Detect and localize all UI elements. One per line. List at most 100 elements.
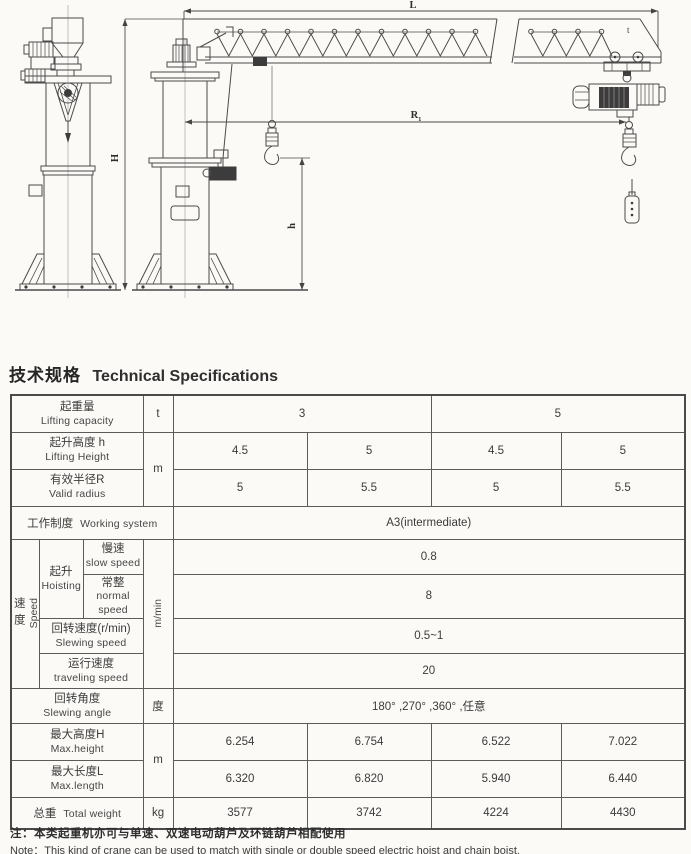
label-zh: 最大长度L <box>51 765 104 778</box>
spec-value: 4224 <box>430 796 562 830</box>
label-lifting-height: 起升高度 h Lifting Height <box>10 431 144 470</box>
spec-value: 6.254 <box>172 722 308 761</box>
label-traveling-speed: 运行速度 traveling speed <box>38 652 144 689</box>
spec-value: 4.5 <box>172 431 308 470</box>
jib-truss: t <box>182 18 662 72</box>
label-en: Total weight <box>63 807 122 820</box>
label-en: slow speed <box>85 557 141 570</box>
label-normal-speed: 常整 normal speed <box>82 573 144 619</box>
label-total-weight: 总重 Total weight <box>10 796 144 830</box>
row-max-height: 最大高度H Max.height m 6.254 6.754 6.522 7.0… <box>10 722 686 798</box>
label-working-system: 工作制度 Working system <box>10 505 174 540</box>
pendant-control <box>624 179 640 224</box>
label-en: traveling speed <box>53 671 129 684</box>
footnotes: 注：本类起重机亦可与单速、双速电动葫芦及环链葫芦相配使用 Note：This k… <box>10 825 520 854</box>
label-en: Lifting Height <box>45 451 110 464</box>
row-lifting-capacity: 起重量 Lifting capacity t 3 5 <box>10 394 686 433</box>
label-speed-group: 速度 Speed <box>10 538 40 689</box>
row-valid-radius: 有效半径R Valid radius 5 5.5 5 5.5 <box>10 468 686 507</box>
base-left <box>15 253 121 291</box>
slew-motor-front <box>172 44 191 63</box>
spec-value: 5 <box>430 468 562 507</box>
row-slewing-speed: 回转速度(r/min) Slewing speed 0.5~1 <box>11 617 686 654</box>
label-en: Slewing angle <box>43 706 112 719</box>
label-en: Lifting capacity <box>40 414 114 427</box>
slewing-drive <box>202 149 237 181</box>
label-max-height: 最大高度H Max.height <box>10 722 144 761</box>
label-max-length: 最大长度L Max.length <box>10 759 144 798</box>
dim-label-L: L <box>409 0 416 11</box>
dimension-lines: L H h R1 <box>110 0 659 290</box>
unit-cell: 度 <box>142 687 174 724</box>
spec-value: 6.440 <box>560 759 686 798</box>
label-zh: 运行速度 <box>68 657 114 670</box>
spec-value: 5 <box>430 394 686 433</box>
crane-side-view <box>15 5 121 298</box>
spec-value: 6.820 <box>306 759 432 798</box>
spec-value: 8 <box>172 573 686 619</box>
unit-cell-m-min: m/min <box>142 538 174 689</box>
spec-value: A3(intermediate) <box>172 505 686 540</box>
unit-cell: t <box>142 394 174 433</box>
spec-value: 5.5 <box>306 468 432 507</box>
label-en: Working system <box>80 517 158 530</box>
label-zh: 回转速度(r/min) <box>51 622 131 635</box>
footnote-zh: 注：本类起重机亦可与单速、双速电动葫芦及环链葫芦相配使用 <box>10 828 346 840</box>
dim-label-H: H <box>110 154 121 162</box>
label-zh: 慢速 <box>101 543 125 556</box>
spec-value: 4430 <box>560 796 686 830</box>
spec-value: 20 <box>172 652 686 689</box>
label-en: Max.height <box>50 742 104 755</box>
electric-hoist <box>572 51 666 121</box>
spec-value: 5.940 <box>430 759 562 798</box>
label-slewing-angle: 回转角度 Slewing angle <box>10 687 144 724</box>
spec-value: 5 <box>172 468 308 507</box>
label-en: normal speed <box>96 590 130 616</box>
label-en-vertical: Speed <box>27 598 39 629</box>
drum-housing <box>51 17 84 44</box>
spec-value: 5.5 <box>560 468 686 507</box>
dim-label-R: R1 <box>411 110 422 123</box>
row-slewing-angle: 回转角度 Slewing angle 度 180° ,270° ,360° ,任… <box>10 687 686 724</box>
spec-value: 6.754 <box>306 722 432 761</box>
spec-value: 0.8 <box>172 538 686 575</box>
spec-table: 起重量 Lifting capacity t 3 5 起升高度 h Liftin… <box>10 394 687 831</box>
label-en: Hoisting <box>41 579 82 592</box>
label-en: Slewing speed <box>55 636 127 649</box>
row-lifting-height: 起升高度 h Lifting Height m 4.5 5 4.5 5 <box>10 431 686 507</box>
label-slow-speed: 慢速 slow speed <box>82 538 144 575</box>
jib-crane-drawing: t <box>15 0 666 298</box>
label-zh: 回转角度 <box>54 692 101 705</box>
unit-cell: m <box>142 431 174 507</box>
label-zh: 总重 <box>33 807 57 820</box>
footnote-en: Note：This kind of crane can be used to m… <box>10 845 520 854</box>
label-en: Max.length <box>50 779 104 792</box>
row-slow-speed: 速度 Speed 起升 Hoisting 慢速 slow speed m/min… <box>10 538 686 689</box>
unit-cell: kg <box>142 796 174 830</box>
spec-value: 7.022 <box>560 722 686 761</box>
label-en: Valid radius <box>49 488 106 501</box>
section-title-zh: 技术规格 <box>9 366 81 385</box>
label-zh: 起升高度 h <box>49 437 106 450</box>
unit-vertical: m/min <box>152 599 165 628</box>
label-zh: 工作制度 <box>27 517 74 530</box>
row-normal-speed: 常整 normal speed 8 <box>11 573 686 619</box>
hook-block <box>621 121 637 166</box>
base-right <box>132 253 308 291</box>
hook-min-radius <box>253 57 280 165</box>
row-traveling-speed: 运行速度 traveling speed 20 <box>11 652 686 689</box>
spec-value: 180° ,270° ,360° ,任意 <box>172 687 686 724</box>
label-zh: 起重量 <box>60 400 95 413</box>
dim-label-h: h <box>287 223 298 229</box>
label-slewing-speed: 回转速度(r/min) Slewing speed <box>38 617 144 654</box>
row-max-length: 最大长度L Max.length 6.320 6.820 5.940 6.440 <box>10 759 686 798</box>
row-working-system: 工作制度 Working system A3(intermediate) <box>10 505 686 540</box>
hook-centerline-mark: t <box>627 25 630 35</box>
spec-value: 5 <box>306 431 432 470</box>
label-lifting-capacity: 起重量 Lifting capacity <box>10 394 144 433</box>
spec-value: 4.5 <box>430 431 562 470</box>
label-zh-vertical: 速度 <box>12 597 25 631</box>
section-title: 技术规格 Technical Specifications <box>9 361 278 386</box>
